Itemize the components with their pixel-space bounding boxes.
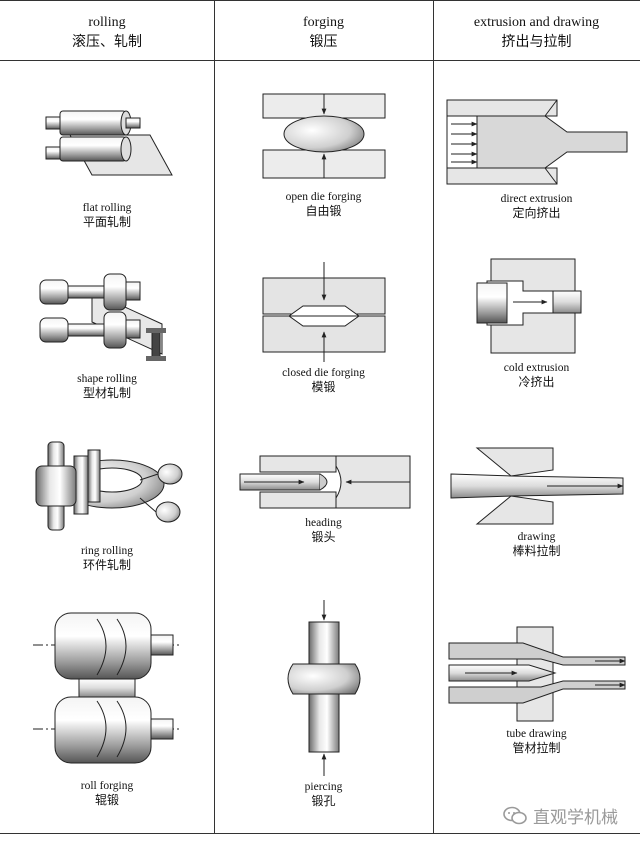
process-piercing: piercing 锻孔 xyxy=(214,600,433,809)
process-caption: open die forging 自由锻 xyxy=(214,190,433,219)
column-header: extrusion and drawing 挤出与拉制 xyxy=(433,14,640,52)
caption-chinese: 管材拉制 xyxy=(512,741,561,755)
process-roll-forging: roll forging 辊锻 xyxy=(0,605,214,808)
direct-extrusion-illustration xyxy=(446,99,627,185)
ring-rolling-illustration xyxy=(35,441,183,531)
process-caption: tube drawing 管材拉制 xyxy=(433,727,640,756)
header-chinese: 滚压、轧制 xyxy=(72,35,142,50)
piercing-illustration xyxy=(287,600,360,776)
process-caption: cold extrusion 冷挤出 xyxy=(433,361,640,390)
process-caption: shape rolling 型材轧制 xyxy=(0,372,214,401)
process-closed-die-forging: closed die forging 模锻 xyxy=(214,262,433,395)
caption-english: roll forging xyxy=(80,780,134,792)
column-header: forging 锻压 xyxy=(214,14,433,52)
process-caption: flat rolling 平面轧制 xyxy=(0,201,214,230)
caption-english: drawing xyxy=(517,531,556,543)
process-heading: heading 锻头 xyxy=(214,452,433,545)
caption-chinese: 棒料拉制 xyxy=(512,544,561,558)
header-english: extrusion and drawing xyxy=(473,15,600,30)
process-caption: drawing 棒料拉制 xyxy=(433,530,640,559)
column-divider-1 xyxy=(214,0,215,834)
process-caption: heading 锻头 xyxy=(214,516,433,545)
process-shape-rolling: shape rolling 型材轧制 xyxy=(0,268,214,401)
process-ring-rolling: ring rolling 环件轧制 xyxy=(0,440,214,573)
caption-english: cold extrusion xyxy=(503,362,570,374)
caption-english: open die forging xyxy=(285,191,362,203)
caption-english: shape rolling xyxy=(77,373,137,385)
column-header: rolling 滚压、轧制 xyxy=(0,14,214,52)
caption-english: tube drawing xyxy=(506,728,567,740)
caption-english: piercing xyxy=(304,781,343,793)
caption-chinese: 冷挤出 xyxy=(518,375,555,389)
caption-english: closed die forging xyxy=(282,367,365,379)
column-rolling: rolling 滚压、轧制 flat rolling 平面轧制 xyxy=(0,0,214,834)
table-top-border xyxy=(0,0,640,1)
header-divider xyxy=(0,60,640,61)
header-english: forging xyxy=(303,15,344,30)
shape-rolling-illustration xyxy=(39,273,166,361)
caption-chinese: 自由锻 xyxy=(305,204,342,218)
open-die-forging-illustration xyxy=(262,93,385,179)
cold-extrusion-illustration xyxy=(476,258,581,354)
process-caption: roll forging 辊锻 xyxy=(0,779,214,808)
caption-english: ring rolling xyxy=(80,545,134,557)
process-cold-extrusion: cold extrusion 冷挤出 xyxy=(433,257,640,390)
header-english: rolling xyxy=(88,15,126,30)
header-chinese: 锻压 xyxy=(309,35,338,50)
process-direct-extrusion: direct extrusion 定向挤出 xyxy=(433,98,640,221)
process-caption: piercing 锻孔 xyxy=(214,780,433,809)
column-divider-2 xyxy=(433,0,434,834)
caption-chinese: 锻孔 xyxy=(311,794,336,808)
heading-illustration xyxy=(239,455,410,509)
process-drawing: drawing 棒料拉制 xyxy=(433,446,640,559)
caption-chinese: 定向挤出 xyxy=(512,206,561,220)
caption-english: direct extrusion xyxy=(500,193,573,205)
caption-english: heading xyxy=(305,517,342,529)
header-chinese: 挤出与拉制 xyxy=(501,35,572,50)
caption-chinese: 锻头 xyxy=(311,530,336,544)
watermark-text: 直观学机械 xyxy=(533,808,618,828)
chat-bubbles-icon xyxy=(503,806,527,824)
closed-die-forging-illustration xyxy=(262,262,385,362)
caption-chinese: 环件轧制 xyxy=(82,558,131,572)
roll-forging-illustration xyxy=(33,612,179,764)
table-bottom-border xyxy=(0,833,640,834)
caption-chinese: 型材轧制 xyxy=(82,386,131,400)
caption-english: flat rolling xyxy=(82,202,132,214)
process-tube-drawing: tube drawing 管材拉制 xyxy=(433,625,640,756)
process-caption: direct extrusion 定向挤出 xyxy=(433,192,640,221)
caption-chinese: 辊锻 xyxy=(94,793,119,807)
process-flat-rolling: flat rolling 平面轧制 xyxy=(0,105,214,230)
watermark: 直观学机械 xyxy=(503,803,618,828)
drawing-illustration xyxy=(450,447,624,525)
flat-rolling-illustration xyxy=(45,110,173,176)
tube-drawing-illustration xyxy=(448,626,626,722)
column-extrusion-drawing: extrusion and drawing 挤出与拉制 direct extru… xyxy=(433,0,640,834)
caption-chinese: 模锻 xyxy=(311,380,336,394)
caption-chinese: 平面轧制 xyxy=(82,215,131,229)
process-open-die-forging: open die forging 自由锻 xyxy=(214,90,433,219)
column-forging: forging 锻压 open die forging 自由锻 xyxy=(214,0,433,834)
process-caption: ring rolling 环件轧制 xyxy=(0,544,214,573)
process-caption: closed die forging 模锻 xyxy=(214,366,433,395)
